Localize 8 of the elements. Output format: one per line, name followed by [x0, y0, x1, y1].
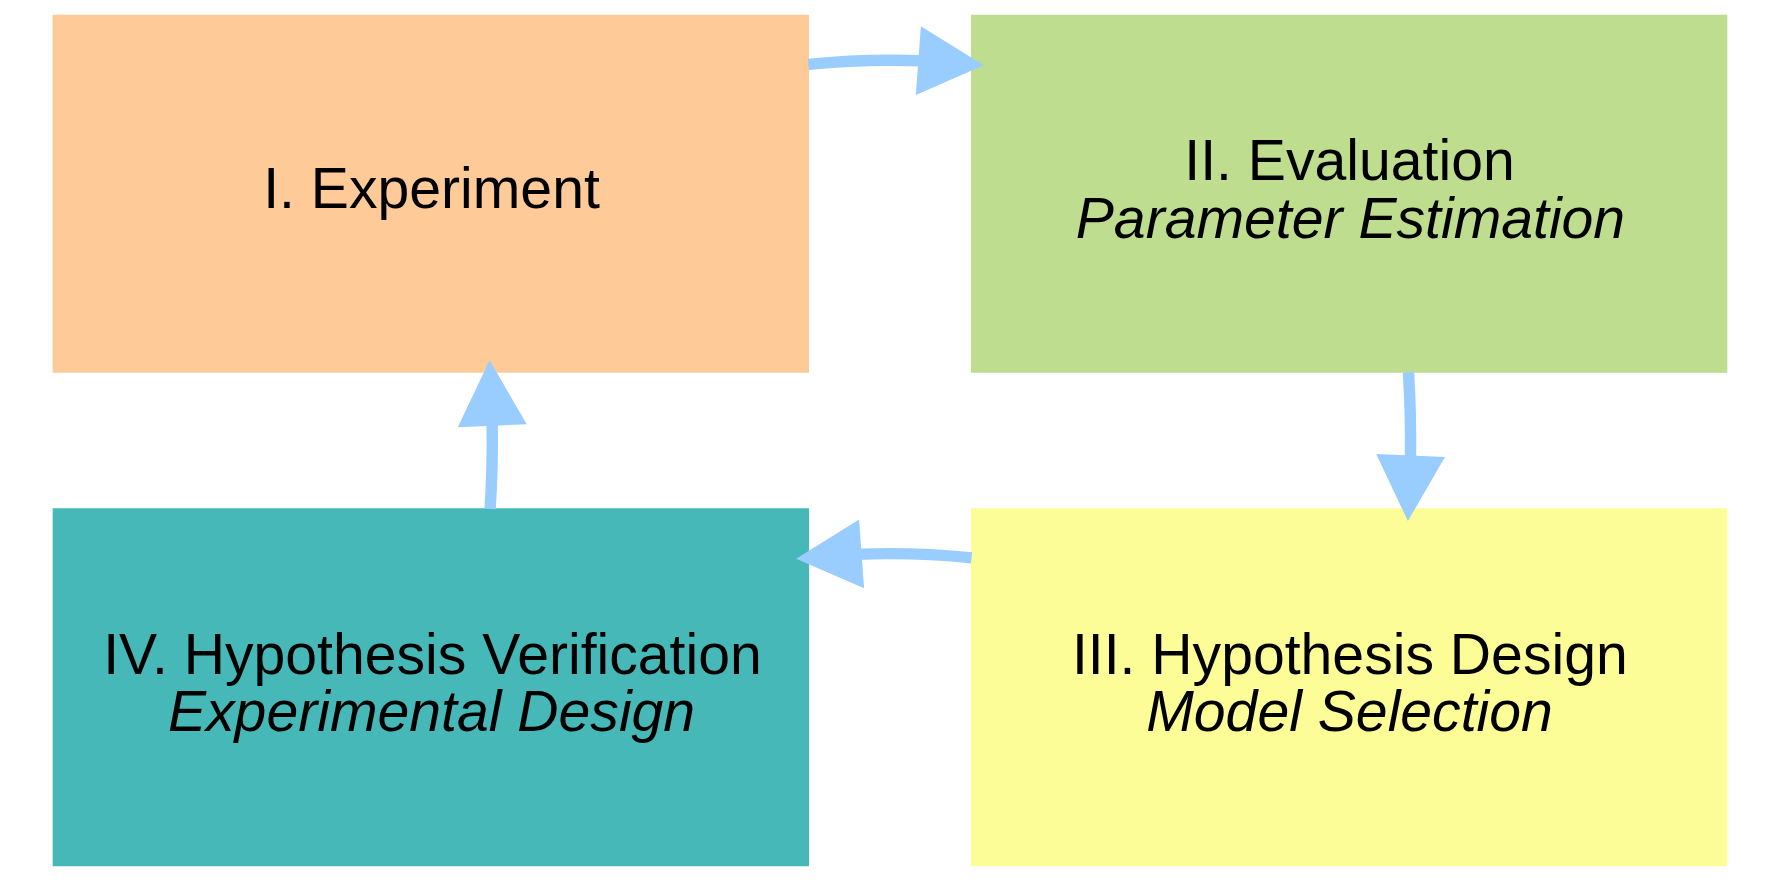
arrow [457, 360, 527, 510]
node-box: IV. Hypothesis Verification Experimental Design [52, 508, 809, 867]
arrow [807, 26, 984, 95]
arrow [1375, 372, 1445, 522]
node-box: II. Evaluation Parameter Estimation [970, 14, 1727, 373]
node-box: III. Hypothesis Design Model Selection [970, 508, 1727, 867]
arrow [795, 519, 972, 589]
node-box: I. Experiment [52, 14, 809, 373]
